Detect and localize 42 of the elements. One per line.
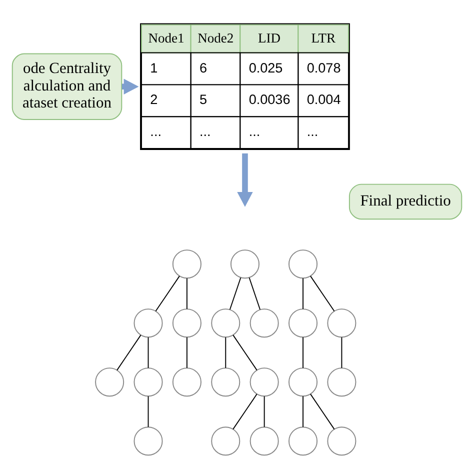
connector — [232, 393, 258, 430]
node-circle — [172, 308, 202, 338]
connector — [248, 276, 261, 310]
node-circle — [327, 308, 356, 338]
connector — [232, 334, 258, 370]
arrow — [237, 152, 253, 206]
node-circle — [250, 426, 279, 456]
node-circle — [95, 367, 124, 396]
node-circle — [288, 426, 318, 456]
connector — [155, 275, 180, 312]
connector — [264, 395, 265, 427]
connector — [186, 336, 188, 368]
node-circle — [230, 249, 260, 278]
connector — [148, 336, 149, 368]
connector — [302, 336, 304, 368]
node-box: ode Centrality alculation and ataset creation — [12, 52, 122, 120]
node-circle — [250, 367, 279, 396]
connector — [229, 276, 242, 310]
node-circle — [288, 308, 318, 338]
connector — [310, 275, 335, 312]
connector — [302, 395, 304, 427]
node-circle — [172, 249, 202, 278]
node-circle — [134, 308, 163, 338]
connector — [225, 336, 226, 368]
node-circle — [134, 367, 163, 396]
node-circle — [211, 426, 240, 456]
node-circle — [288, 249, 318, 278]
connector — [148, 395, 149, 427]
node-circle — [250, 308, 279, 338]
node-box: Final predictio — [348, 183, 462, 220]
node-circle — [327, 367, 356, 396]
connector — [310, 393, 335, 430]
node-circle — [211, 367, 240, 396]
node-circle — [327, 426, 356, 456]
connector — [302, 277, 304, 309]
node-circle — [172, 367, 202, 396]
connector — [341, 336, 342, 368]
node-circle — [288, 367, 318, 396]
node-circle — [134, 426, 163, 456]
node-circle — [211, 308, 240, 338]
connector — [116, 334, 142, 370]
connector — [186, 277, 188, 309]
